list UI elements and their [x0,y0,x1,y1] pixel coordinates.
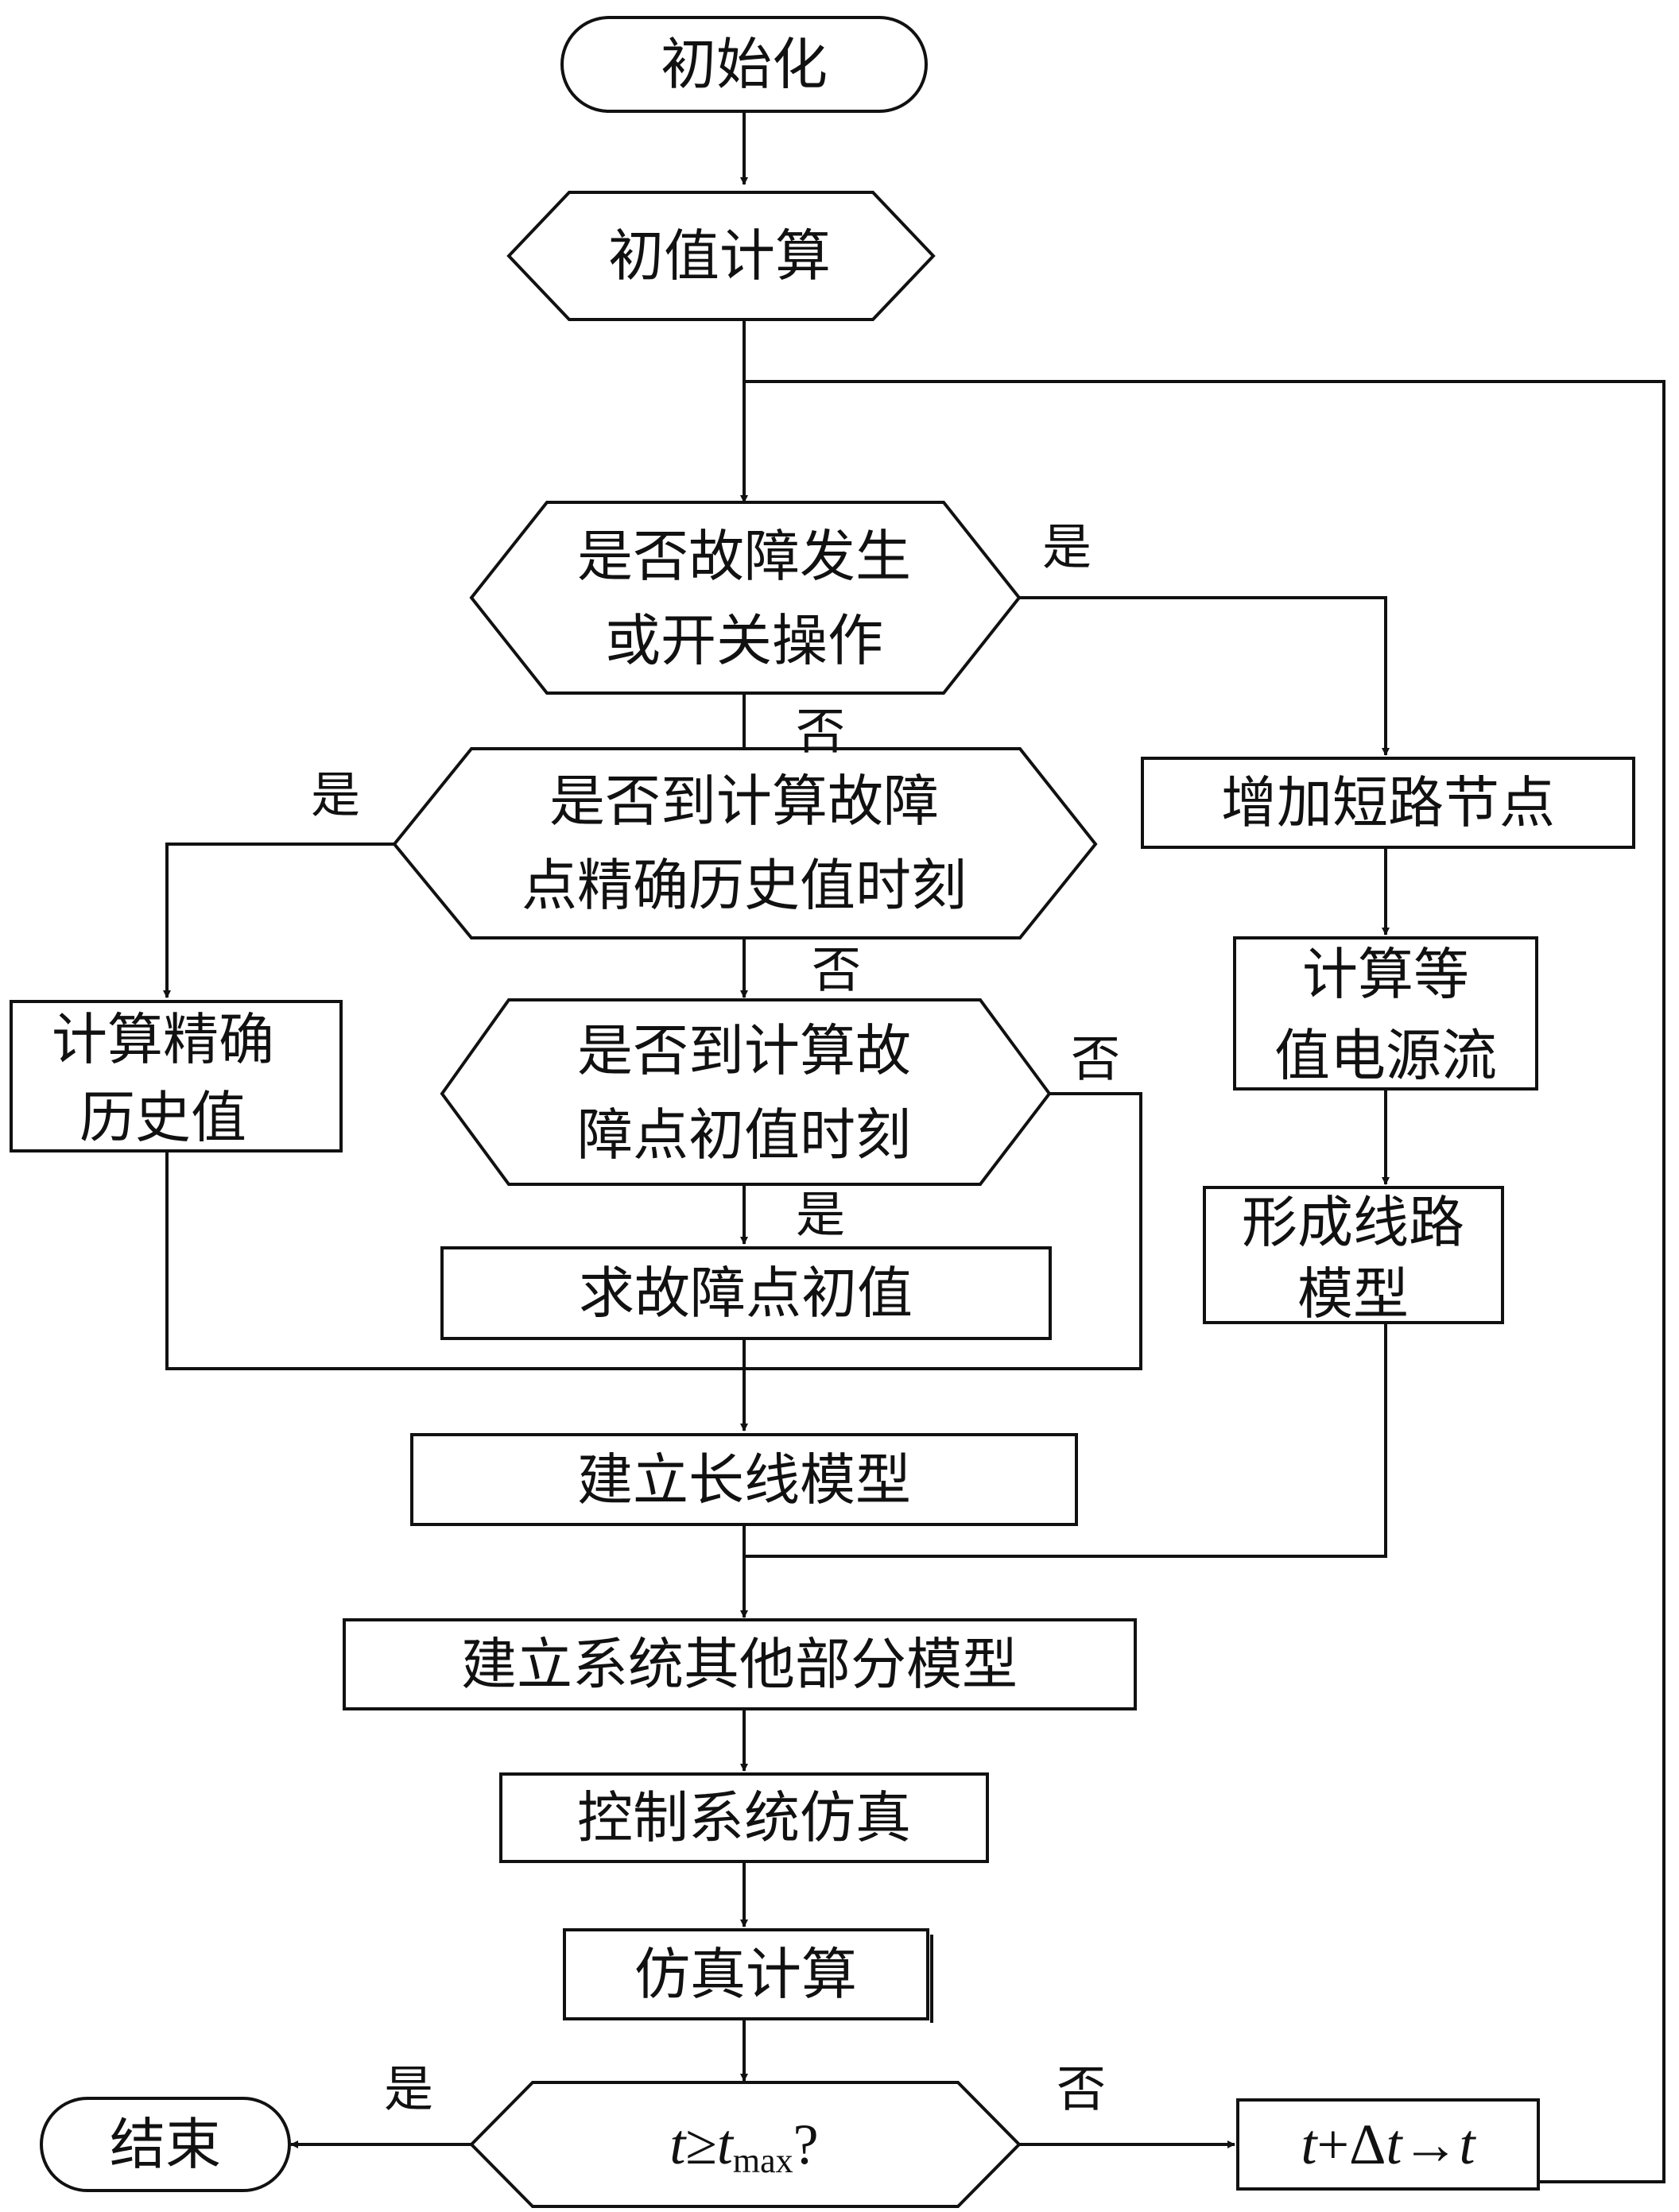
start-node: 初始化 [560,16,928,113]
connectors [163,111,1665,2183]
line-model-line1: 形成线路 [1242,1190,1464,1255]
line-model-node: 形成线路 模型 [1203,1186,1504,1327]
exact-history-no-label: 否 [812,941,861,999]
time-step-label: t+Δt→t [1301,2113,1477,2176]
other-parts-model-label: 建立系统其他部分模型 [461,1632,1018,1697]
tmax-q: ? [793,2113,819,2176]
initial-time-check-line2: 障点初值时刻 [577,1102,911,1168]
exact-history-check-node: 是否到计算故障 点精确历史值时刻 [392,747,1098,939]
fault-check-line1: 是否故障发生 [577,524,911,589]
fault-initial-value-label: 求故障点初值 [579,1261,913,1326]
line-model-line2: 模型 [1297,1261,1409,1327]
sim-calc-label: 仿真计算 [634,1942,857,2007]
branch-labels: 是 否 是 否 否 是 是 否 [311,518,1120,2118]
equiv-source-line2: 值电源流 [1274,1023,1497,1088]
fault-check-yes-label: 是 [1042,518,1092,576]
tmax-check-label: t≥tmax? [669,2113,818,2180]
fault-check-line2: 或开关操作 [605,608,883,673]
fault-check-node: 是否故障发生 或开关操作 [469,501,1022,695]
time-step-t: t [1301,2113,1319,2176]
exact-history-yes-label: 是 [311,766,360,824]
calc-exact-history-node: 计算精确 历史值 [10,1000,343,1152]
calc-exact-history-line1: 计算精确 [52,1007,274,1072]
initial-time-yes-label: 是 [796,1186,845,1244]
tmax-op: ≥ [685,2113,717,2176]
other-parts-model-node: 建立系统其他部分模型 [343,1618,1137,1710]
fault-check-no-label: 否 [796,703,845,761]
tmax-t2: t [717,2113,735,2176]
time-step-rhs: t [1459,2113,1476,2176]
tmax-check-node: t≥tmax? [469,2081,1022,2208]
initial-calc-label: 初值计算 [608,223,831,289]
time-step-arrow: → [1402,2113,1459,2176]
control-sim-node: 控制系统仿真 [499,1772,989,1863]
tmax-t: t [669,2113,687,2176]
time-step-t2: t [1386,2113,1403,2176]
tmax-sub: max [733,2141,793,2180]
time-step-node: t+Δt→t [1236,2098,1540,2191]
control-sim-label: 控制系统仿真 [577,1785,911,1850]
exact-history-check-line1: 是否到计算故障 [549,769,939,834]
end-node: 结束 [40,2097,291,2192]
initial-time-no-label: 否 [1071,1030,1120,1088]
add-short-node: 增加短路节点 [1141,757,1635,849]
initial-calc-node: 初值计算 [506,191,936,321]
add-short-node-label: 增加短路节点 [1221,770,1555,835]
tmax-yes-label: 是 [384,2060,433,2118]
equiv-source-node: 计算等 值电源流 [1233,936,1538,1091]
start-label: 初始化 [661,32,828,97]
calc-exact-history-line2: 历史值 [79,1085,246,1150]
initial-time-check-line1: 是否到计算故 [577,1018,911,1083]
time-step-plus-delta: +Δ [1317,2113,1386,2176]
tmax-no-label: 否 [1057,2060,1106,2118]
sim-calc-node: 仿真计算 [563,1928,933,2023]
long-line-model-node: 建立长线模型 [410,1433,1078,1526]
fault-initial-value-node: 求故障点初值 [440,1246,1052,1340]
exact-history-check-line2: 点精确历史值时刻 [522,853,967,918]
initial-time-check-node: 是否到计算故 障点初值时刻 [440,998,1052,1186]
equiv-source-line1: 计算等 [1302,942,1469,1007]
long-line-model-label: 建立长线模型 [577,1447,911,1513]
end-label: 结束 [110,2112,221,2177]
